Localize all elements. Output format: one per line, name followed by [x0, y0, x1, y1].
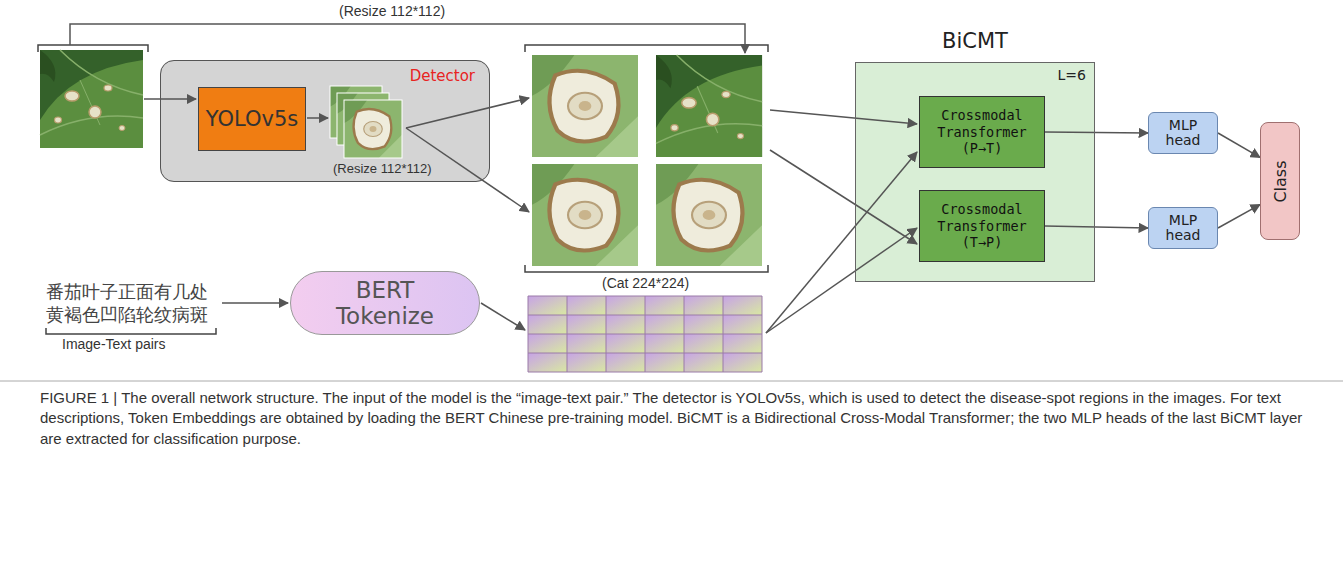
bert-pill: BERT Tokenize	[290, 271, 480, 335]
transformer-box: Crossmodal Transformer (T→P)	[919, 190, 1045, 262]
bracket	[46, 328, 216, 334]
bracket	[525, 265, 768, 272]
box-label: Crossmodal Transformer (T→P)	[932, 201, 1032, 252]
box-label: Crossmodal Transformer (P→T)	[932, 107, 1032, 158]
flow-arrow	[70, 24, 745, 53]
detector-fill	[160, 60, 490, 182]
flow-arrow	[766, 152, 917, 333]
group-title: BiCMT	[856, 29, 1094, 53]
flow-arrow	[144, 98, 196, 100]
bracket	[525, 45, 768, 52]
concat-note: (Cat 224*224)	[600, 275, 691, 291]
detected-crops-stack	[344, 100, 402, 158]
flow-arrow	[770, 110, 917, 124]
resize-note: (Resize 112*112)	[333, 161, 432, 176]
crop-grid	[532, 55, 762, 266]
caption-rule	[0, 381, 1343, 382]
detector-title: Detector	[410, 67, 475, 85]
bicmt-fill	[855, 62, 1095, 282]
token-embedding-grid	[528, 296, 762, 372]
crop-grid	[532, 55, 638, 157]
connector-arrow	[1045, 226, 1148, 228]
detector-fill	[160, 60, 490, 182]
detected-crops-stack	[344, 100, 402, 158]
transformer-box: Crossmodal Transformer (P→T)	[919, 96, 1045, 168]
crop-grid	[656, 164, 762, 266]
figure-caption: FIGURE 1 | The overall network structure…	[40, 388, 1305, 449]
box-label: BERT Tokenize	[320, 277, 450, 330]
class-box: Class	[1260, 122, 1300, 240]
layer-count: L=6	[1058, 67, 1086, 83]
crop-grid	[656, 55, 762, 157]
bicmt-fill	[855, 62, 1095, 282]
detected-crops-stack	[330, 86, 402, 158]
token-embedding-grid	[528, 296, 762, 372]
pair-label: Image-Text pairs	[62, 336, 165, 352]
mlp-head-box: MLP head	[1148, 112, 1218, 154]
bracket	[38, 45, 148, 52]
mlp-head-box: MLP head	[1148, 207, 1218, 249]
chinese-description: 番茄叶子正面有几处 黄褐色凹陷轮纹病斑	[46, 281, 218, 326]
flow-arrow	[406, 98, 529, 128]
flow-arrow	[766, 228, 917, 333]
connector-arrow	[1045, 132, 1148, 133]
flow-arrow	[770, 150, 917, 244]
caption-rule	[0, 381, 1343, 382]
process-box: YOLOv5s	[198, 87, 306, 151]
box-label: MLP head	[1158, 213, 1208, 244]
detector-box: DetectorYOLOv5s	[160, 60, 490, 182]
box-label: Class	[1271, 160, 1290, 202]
resize-note: (Resize 112*112)	[337, 3, 447, 19]
flow-arrow	[307, 117, 328, 119]
flow-arrow	[222, 302, 288, 304]
box-label: YOLOv5s	[206, 107, 298, 131]
box-label: MLP head	[1158, 118, 1208, 149]
leaf-photo	[40, 50, 143, 148]
crop-grid	[532, 164, 638, 266]
bracket	[38, 45, 768, 334]
connector-arrow	[1218, 205, 1260, 228]
bicmt-box: BiCMTL=6Crossmodal Transformer (P→T)Cros…	[855, 62, 1095, 282]
token-embedding-grid	[528, 296, 762, 372]
flow-arrow	[481, 303, 525, 330]
connector-arrow	[1218, 133, 1260, 157]
